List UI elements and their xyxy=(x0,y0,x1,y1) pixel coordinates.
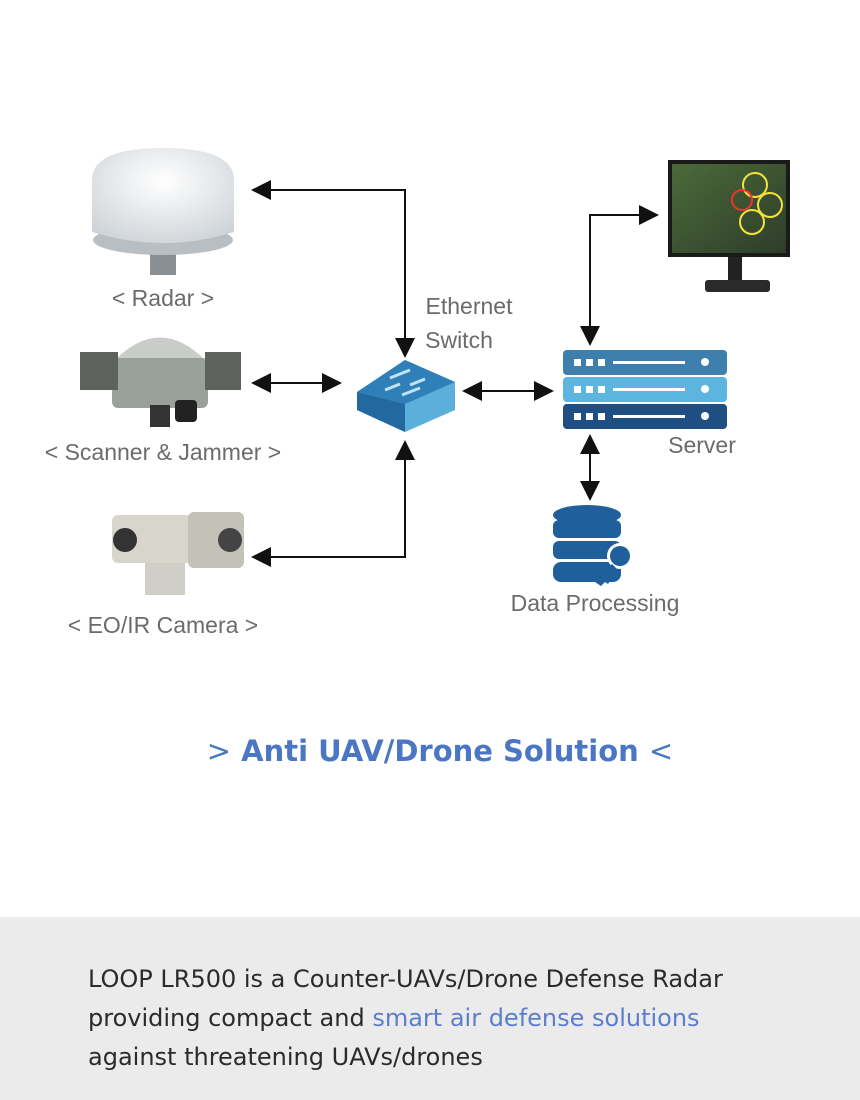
radar-image xyxy=(92,148,234,275)
smart-air-defense-link[interactable]: smart air defense solutions xyxy=(372,1004,700,1032)
eo-ir-camera-image xyxy=(112,512,244,595)
title-suffix: < xyxy=(648,734,674,768)
title-text: Anti UAV/Drone Solution xyxy=(241,734,639,768)
title-prefix: > xyxy=(206,734,232,768)
radar-label: < Radar > xyxy=(111,285,215,311)
monitor-image xyxy=(668,160,790,292)
diagram-title: > Anti UAV/Drone Solution < xyxy=(0,734,860,768)
description-text-after: against threatening UAVs/drones xyxy=(88,1043,483,1071)
system-diagram xyxy=(80,148,790,595)
description-text-before: LOOP LR500 is a Counter-UAVs/Drone Defen… xyxy=(88,965,723,1032)
scanner-jammer-image xyxy=(80,337,241,427)
server-icon xyxy=(563,350,727,429)
scanner-jammer-label: < Scanner & Jammer > xyxy=(44,439,282,465)
data-processing-label: Data Processing xyxy=(510,590,680,616)
ethernet-switch-label-line1: Ethernet xyxy=(425,293,513,319)
ethernet-switch-label-line2: Switch xyxy=(425,327,493,353)
ethernet-switch-icon xyxy=(357,360,455,432)
connector-lines xyxy=(251,180,659,567)
database-key-icon xyxy=(553,505,633,586)
description-panel xyxy=(0,917,860,1100)
description-text: LOOP LR500 is a Counter-UAVs/Drone Defen… xyxy=(88,960,788,1077)
eo-ir-camera-label: < EO/IR Camera > xyxy=(67,612,259,638)
server-label: Server xyxy=(668,432,736,458)
